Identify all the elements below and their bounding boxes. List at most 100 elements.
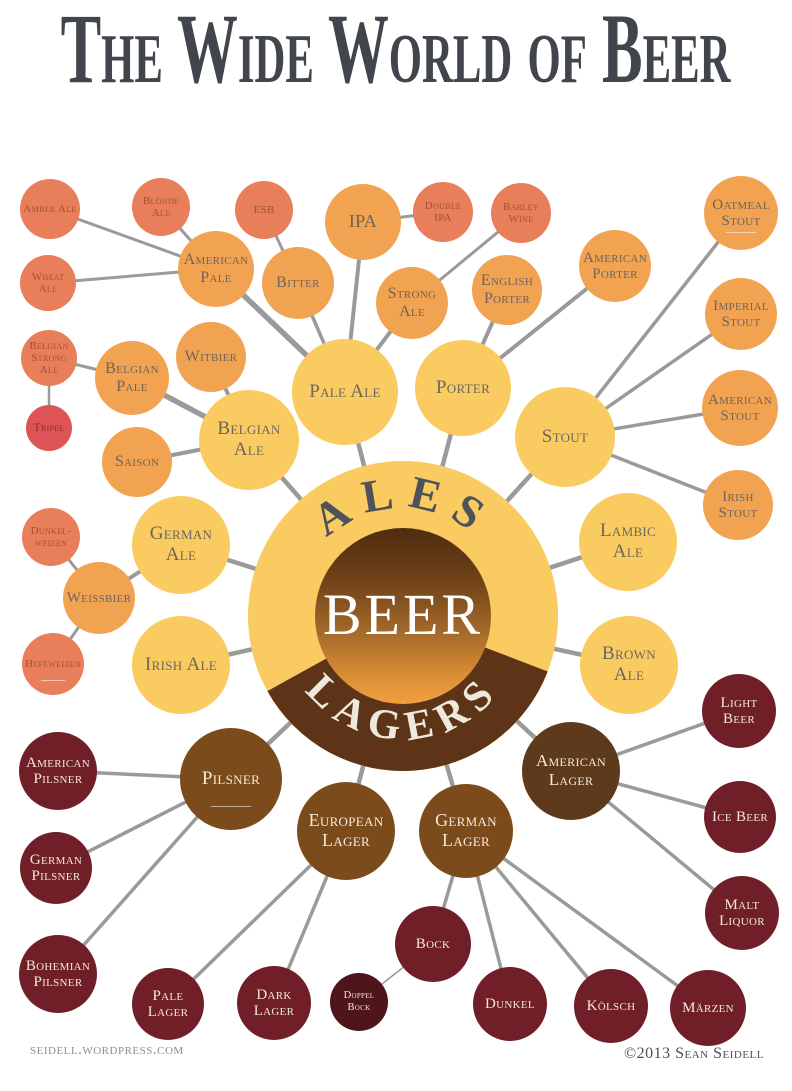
center-hub: ALES LAGERS BEER [248,461,558,771]
node-label: Blonde Ale [142,194,180,219]
node-label: Imperial Stout [713,297,769,331]
beer-core-circle [315,528,491,704]
node-esb: ESB [235,181,293,239]
node-label: Weissbier [66,589,132,606]
node-blonde-ale: Blonde Ale [132,178,190,236]
node-ipa: IPA [325,184,401,260]
node-label: Pilsner [201,767,261,789]
beer-label: BEER [323,582,483,647]
node-doppel-bock: Doppel Bock [330,973,388,1031]
node-imperial-stout: Imperial Stout [705,278,777,350]
footer-site-url: seidell.wordpress.com [30,1042,184,1058]
node-label: Hefeweizen [25,657,81,670]
node-bitter: Bitter [262,247,334,319]
node-label: Witbier [184,348,238,366]
node-belgian-ale: Belgian Ale [199,390,299,490]
node-german-ale: German Ale [132,496,230,594]
node-label: Malt Liquor [719,896,765,930]
node-lambic-ale: Lambic Ale [579,493,677,591]
node-label: American Pale [183,251,249,286]
node-weissbier: Weissbier [63,562,135,634]
node-wheat-ale: Wheat Ale [20,255,76,311]
node-label: Tripel [33,420,65,435]
node-amber-ale: Amber Ale [20,179,80,239]
node-german-pilsner: German Pilsner [20,832,92,904]
node-label: American Stout [708,391,772,425]
node-label: Irish Stout [718,488,758,522]
node-label: German Pilsner [29,851,83,885]
node-label: Oatmeal Stout [712,196,770,230]
node-american-stout: American Stout [702,370,778,446]
node-stout: Stout [515,387,615,487]
node-saison: Saison [102,427,172,497]
node-label: Wheat Ale [31,270,65,295]
node-label: English Porter [480,272,534,307]
node-label: Kölsch [586,997,636,1014]
node-porter: Porter [415,340,511,436]
node-label: Pale Ale [309,380,381,402]
node-dunkel: Dunkel [473,967,547,1041]
node-label: Bitter [276,274,320,292]
node-german-lager: German Lager [419,784,513,878]
node-bohemian-pilsner: Bohemian Pilsner [19,935,97,1013]
node-hefeweizen: Hefeweizen [22,633,84,695]
node-american-pale: American Pale [178,231,254,307]
node-label: European Lager [308,810,384,850]
node-label: Amber Ale [23,202,77,215]
node-ice-beer: Ice Beer [704,781,776,853]
node-label: Stout [541,425,589,447]
node-american-lager: American Lager [522,722,620,820]
node-label: Doppel Bock [343,990,375,1013]
node-oatmeal-stout: Oatmeal Stout [704,176,778,250]
node-kolsch: Kölsch [574,969,648,1043]
node-belgian-pale: Belgian Pale [95,341,169,415]
node-label: Pale Lager [147,987,189,1021]
node-label: Light Beer [720,694,758,728]
node-label: Bock [415,935,451,952]
node-belgian-strong-ale: Belgian Strong Ale [21,330,77,386]
node-dunkelweizen: Dunkel-weizen [22,508,80,566]
node-label: Belgian Strong Ale [29,339,69,377]
node-label: Dunkel [485,995,535,1012]
node-irish-stout: Irish Stout [703,470,773,540]
page-title-text: The Wide World of Beer [61,0,731,104]
node-label: Double IPA [424,199,462,224]
node-label: Irish Ale [145,653,217,675]
node-label: Märzen [682,999,734,1016]
node-brown-ale: Brown Ale [580,616,678,714]
node-label: Ice Beer [712,808,768,825]
node-label: Dunkel-weizen [30,524,72,549]
node-label: IPA [348,211,378,232]
node-label: Brown Ale [602,643,656,685]
edge-german-lager-marzen [464,829,710,1010]
node-label: American Pilsner [26,754,90,788]
node-barley-wine: Barley Wine [491,183,551,243]
node-pale-ale: Pale Ale [292,339,398,445]
node-pale-lager: Pale Lager [132,968,204,1040]
node-label: German Ale [149,523,213,565]
node-label: Belgian Pale [105,360,159,395]
node-light-beer: Light Beer [702,674,776,748]
node-bock: Bock [395,906,471,982]
node-dark-lager: Dark Lager [237,966,311,1040]
node-label: ESB [253,203,275,216]
node-malt-liquor: Malt Liquor [705,876,779,950]
node-label: American Lager [535,751,606,789]
node-label: Lambic Ale [599,520,657,562]
node-strong-ale: Strong Ale [376,267,448,339]
node-english-porter: English Porter [472,255,542,325]
node-label: American Porter [583,249,647,283]
node-tripel: Tripel [26,405,72,451]
node-label: Dark Lager [253,986,295,1020]
node-european-lager: European Lager [297,782,395,880]
node-marzen: Märzen [670,970,746,1046]
node-label: Saison [114,453,160,471]
node-label: Strong Ale [387,285,437,320]
node-irish-ale: Irish Ale [132,616,230,714]
node-label: Porter [435,376,491,398]
page-title: The Wide World of Beer [0,0,792,144]
node-pilsner: Pilsner [180,728,282,830]
node-american-porter: American Porter [579,230,651,302]
footer-copyright: ©2013 Sean Seidell [623,1045,764,1062]
